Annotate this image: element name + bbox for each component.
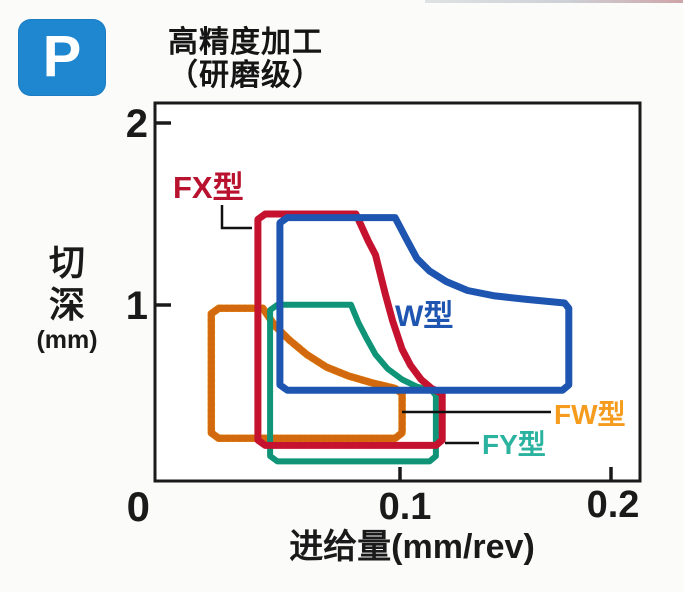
origin-label: 0 (127, 483, 150, 530)
region-fy (267, 301, 439, 465)
region-w (276, 214, 573, 394)
region-fx (254, 210, 446, 449)
y-tick-label-2: 2 (126, 102, 148, 146)
y-axis-title-char1: 切 (49, 242, 85, 283)
fw-series-label: FW型 (554, 399, 626, 430)
chart-title-line1: 高精度加工 (168, 26, 323, 59)
w-series-label: W型 (395, 300, 453, 333)
plot-frame (153, 101, 642, 483)
grade-p-badge: P (18, 19, 106, 96)
grade-p-letter: P (42, 23, 82, 89)
x-axis-title: 进给量(mm/rev) (289, 528, 535, 566)
fy-series-label: FY型 (482, 429, 546, 460)
region-fw-texture (207, 304, 406, 442)
chart-title: 高精度加工 （研磨级） (168, 26, 323, 92)
x-tick-label-0-1: 0.1 (379, 486, 432, 528)
y-axis-unit: (mm) (36, 326, 97, 354)
scan-artifact-line (425, 0, 683, 3)
chart-title-line2: （研磨级） (168, 59, 323, 92)
y-axis-title-char2: 深 (49, 284, 85, 325)
fx-series-label: FX型 (173, 170, 244, 205)
y-tick-label-1: 1 (126, 284, 148, 328)
fx-connector-line (220, 205, 252, 230)
x-tick-label-0-2: 0.2 (587, 484, 640, 526)
